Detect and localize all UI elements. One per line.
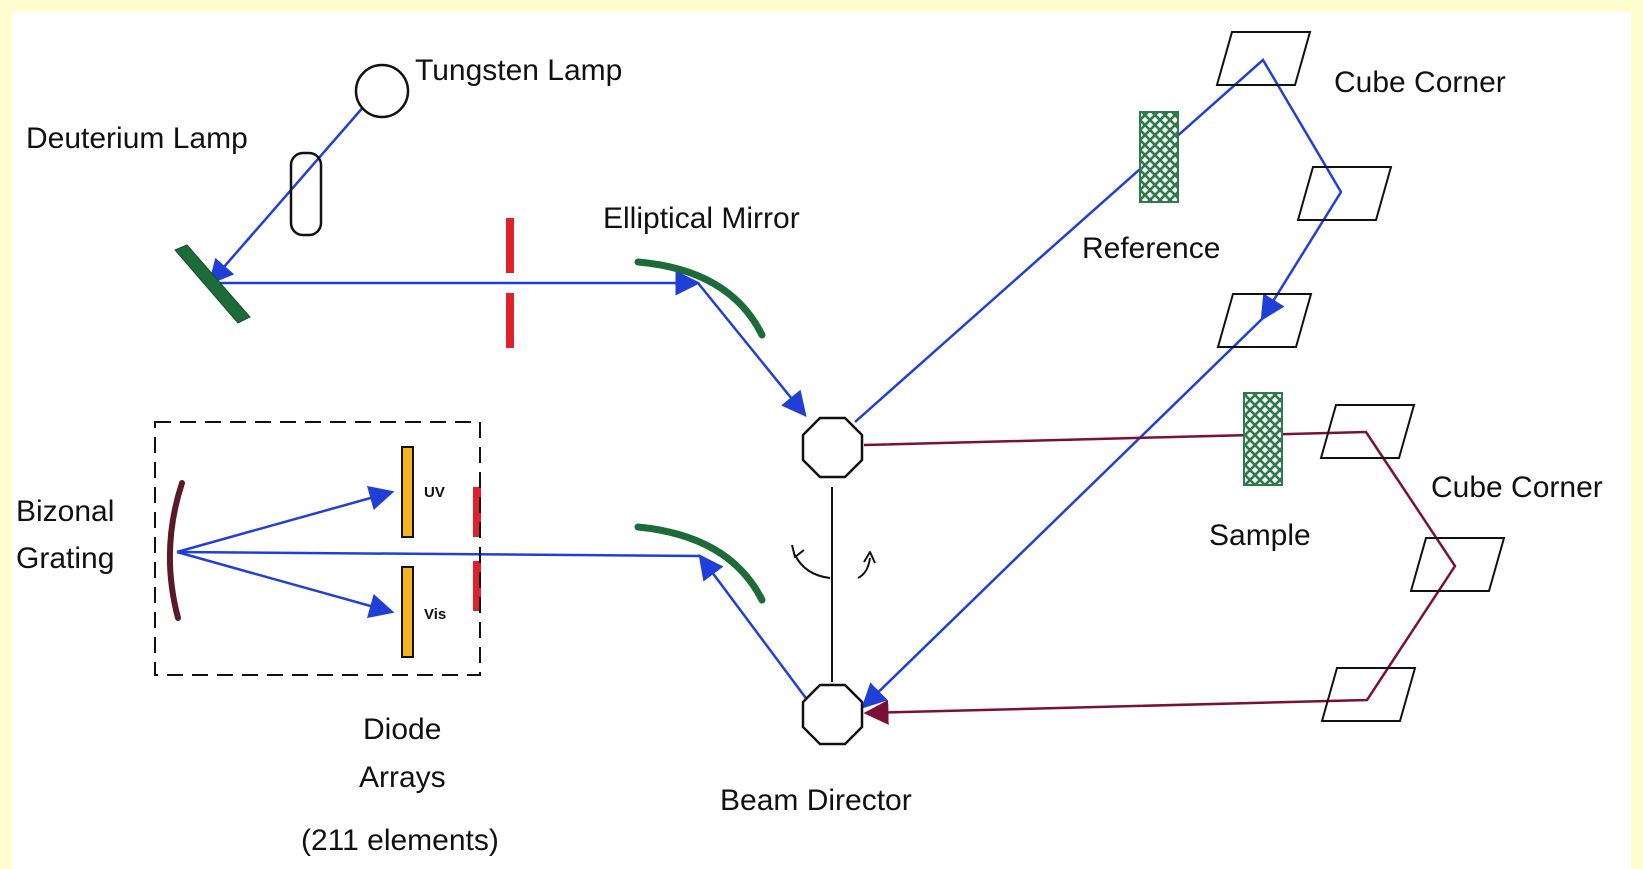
exit-slit xyxy=(473,487,481,611)
beam-elliptical-to-director-top xyxy=(697,282,807,417)
diode-array-vis xyxy=(401,566,414,658)
beam-director-top-icon xyxy=(801,416,864,479)
label-diode-elements: (211 elements) xyxy=(301,824,499,857)
label-deuterium-lamp: Deuterium Lamp xyxy=(26,122,248,155)
bizonal-grating xyxy=(166,480,185,621)
label-bizonal: Bizonal xyxy=(16,495,114,528)
reference-cell xyxy=(1139,111,1179,203)
beam-grating-to-uv-array xyxy=(176,486,395,554)
beam-elliptical-to-grating xyxy=(176,550,701,558)
cube-corner-icon xyxy=(1296,166,1393,221)
label-tungsten-lamp: Tungsten Lamp xyxy=(415,54,622,87)
label-grating: Grating xyxy=(16,542,114,575)
beam-cube-to-director-bottom xyxy=(861,318,1263,709)
detector-enclosure xyxy=(154,421,481,676)
sample-cell xyxy=(1243,392,1283,486)
light-path-maroon xyxy=(863,430,1457,725)
deuterium-lamp-icon xyxy=(289,151,323,237)
cube-corner-icon xyxy=(1216,293,1313,348)
beam-director-bottom-to-elliptical xyxy=(698,553,822,718)
cube-corner-icon xyxy=(1215,31,1312,86)
label-sample: Sample xyxy=(1209,519,1311,552)
rotation-arrows-icon xyxy=(791,544,876,579)
elliptical-mirror-top xyxy=(634,258,766,339)
beam-director-to-cube-corner-top xyxy=(854,58,1343,423)
label-reference: Reference xyxy=(1082,232,1220,265)
cube-corner-icon xyxy=(1320,667,1417,722)
label-beam-director: Beam Director xyxy=(720,784,912,817)
elliptical-mirror-bottom xyxy=(634,523,766,604)
beam-grating-to-vis-array xyxy=(176,550,395,618)
label-uv: UV xyxy=(424,484,445,501)
cube-corner-icon xyxy=(1409,537,1506,592)
diode-array-uv xyxy=(401,446,414,538)
cube-corner-top xyxy=(1215,31,1393,348)
beam-director-to-cube-corner-bottom xyxy=(863,430,1457,725)
label-cube-corner-top: Cube Corner xyxy=(1334,66,1506,99)
label-vis: Vis xyxy=(424,606,446,623)
label-elliptical-mirror: Elliptical Mirror xyxy=(603,202,800,235)
entrance-slit xyxy=(506,218,514,348)
light-path-blue xyxy=(176,58,1343,718)
cube-corner-bottom xyxy=(1319,404,1506,722)
beam-director-bottom-icon xyxy=(801,683,864,746)
source-mirror xyxy=(174,244,251,324)
label-arrays: Arrays xyxy=(359,761,446,794)
tungsten-lamp-icon xyxy=(354,63,410,119)
beam-tungsten-to-source-mirror xyxy=(208,104,366,285)
label-cube-corner-bottom: Cube Corner xyxy=(1431,471,1603,504)
label-diode: Diode xyxy=(363,713,441,746)
cube-corner-icon xyxy=(1319,404,1416,459)
